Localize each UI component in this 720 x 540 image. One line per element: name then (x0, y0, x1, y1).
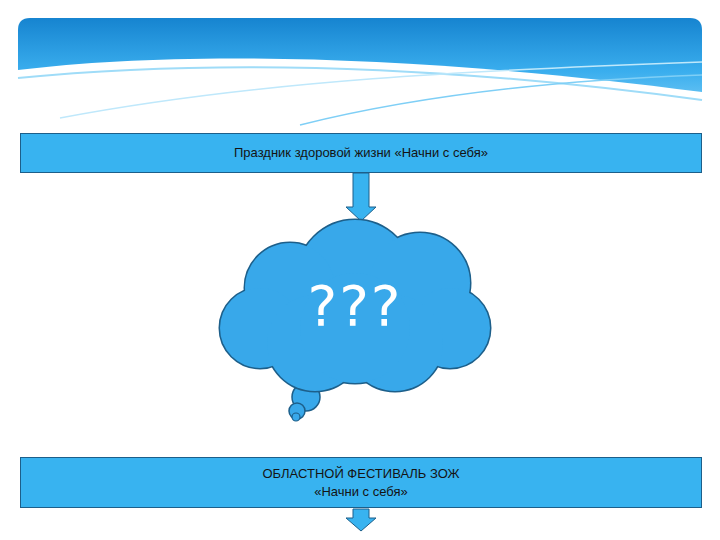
box-label: Праздник здоровой жизни «Начни с себя» (234, 144, 488, 162)
box-label: ОБЛАСТНОЙ ФЕСТИВАЛЬ ЗОЖ (262, 465, 459, 483)
question-marks: ??? (307, 278, 402, 334)
box-label: «Начни с себя» (314, 483, 408, 501)
down-arrow (346, 509, 376, 531)
block-arrow (346, 173, 376, 221)
process-box: Праздник здоровой жизни «Начни с себя» (20, 133, 702, 173)
process-box: ОБЛАСТНОЙ ФЕСТИВАЛЬ ЗОЖ«Начни с себя» (20, 457, 702, 508)
header-banner (18, 18, 702, 125)
thought-cloud: ??? (215, 218, 495, 393)
